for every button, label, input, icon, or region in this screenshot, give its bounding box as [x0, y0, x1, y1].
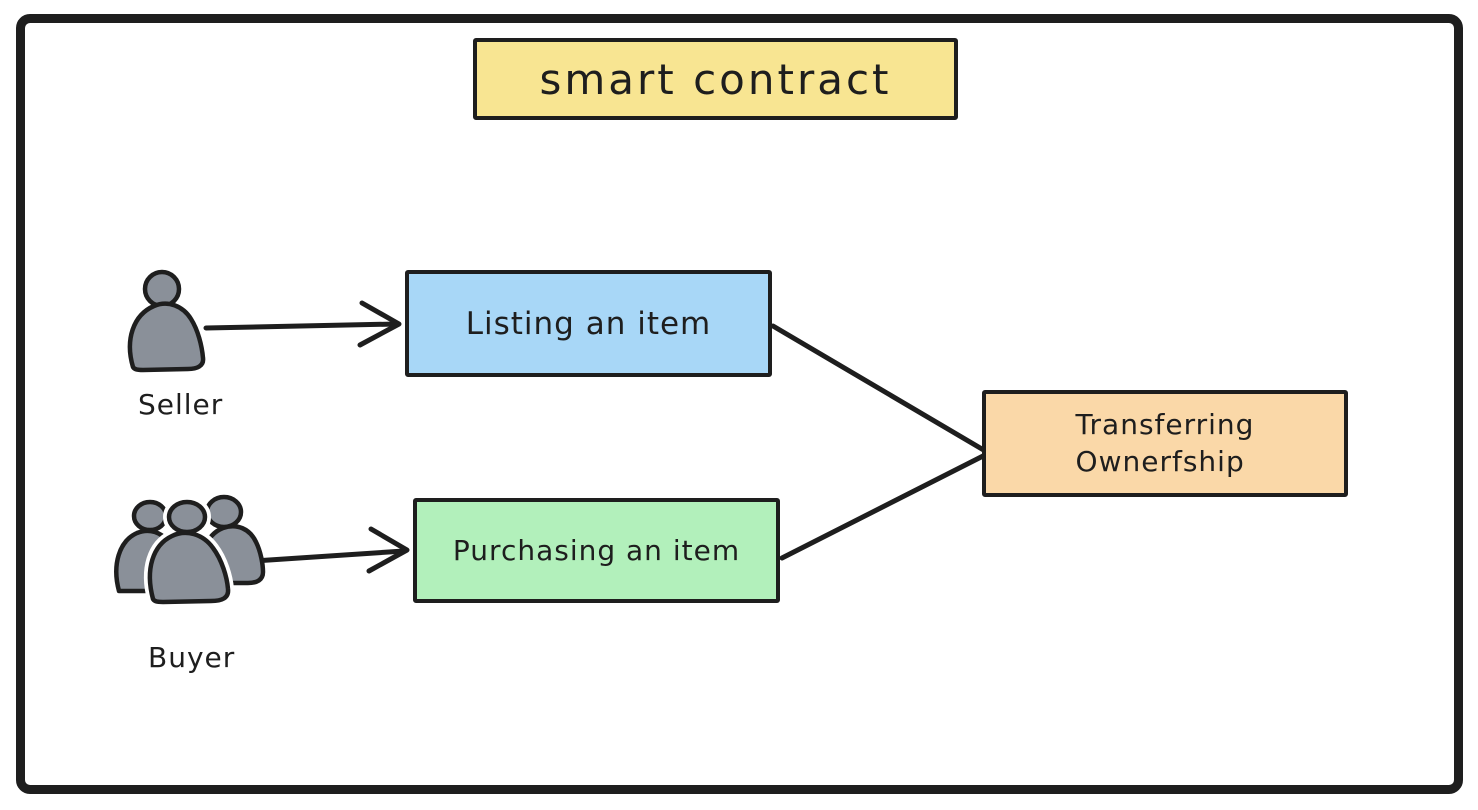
title-label: smart contract [539, 54, 892, 104]
listing-node: Listing an item [405, 270, 772, 377]
transferring-node: Transferring Ownerfship [982, 390, 1348, 497]
buyer-label: Buyer [148, 641, 236, 674]
seller-label: Seller [138, 388, 224, 421]
title-node: smart contract [473, 38, 958, 120]
purchasing-node: Purchasing an item [413, 498, 780, 603]
purchasing-label: Purchasing an item [452, 534, 741, 567]
transferring-label: Transferring Ownerfship [1075, 407, 1255, 478]
listing-label: Listing an item [465, 305, 712, 342]
